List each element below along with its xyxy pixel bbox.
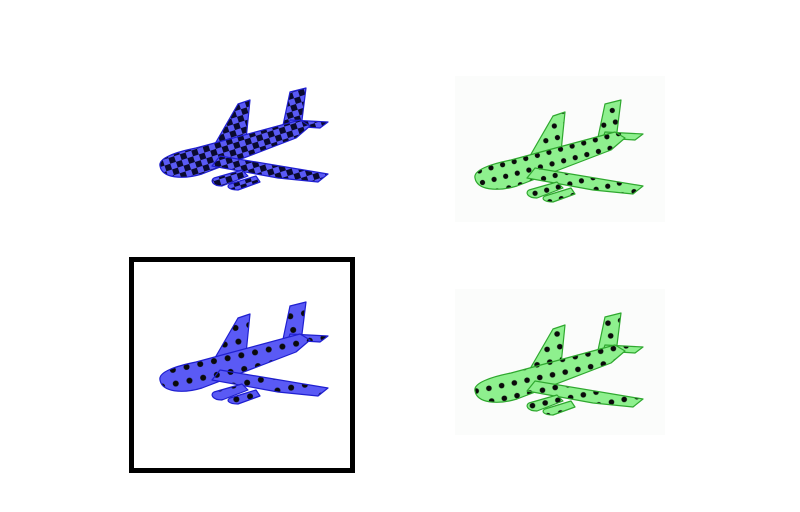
selection-frame bbox=[129, 257, 355, 473]
airplane-icon bbox=[465, 307, 655, 417]
option-2[interactable] bbox=[455, 76, 665, 222]
option-4[interactable] bbox=[455, 289, 665, 435]
airplane-body bbox=[475, 313, 643, 415]
airplane-body bbox=[160, 88, 328, 190]
airplane-icon bbox=[150, 82, 340, 192]
airplane-icon bbox=[465, 94, 655, 204]
airplane-body bbox=[475, 100, 643, 202]
option-1[interactable] bbox=[150, 82, 340, 192]
